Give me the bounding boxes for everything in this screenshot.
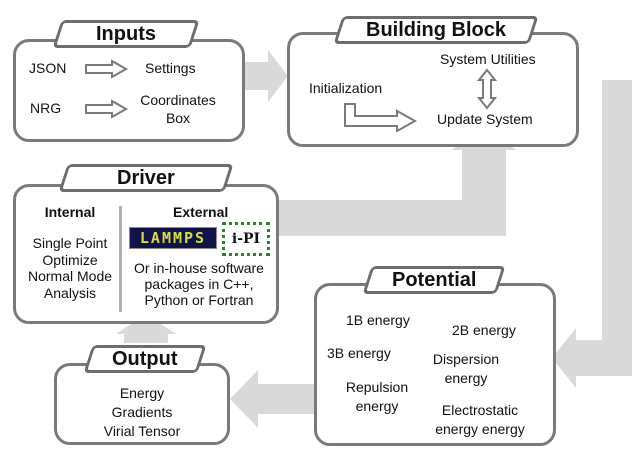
potential-box bbox=[314, 283, 556, 446]
update-system-label: Update System bbox=[437, 111, 533, 127]
external-heading: External bbox=[173, 204, 229, 220]
system-utilities-label: System Utilities bbox=[440, 51, 536, 67]
potential-title: Potential bbox=[391, 269, 477, 291]
json-to-settings-arrow bbox=[85, 59, 128, 79]
flow-arrow-output-to-driver bbox=[116, 314, 176, 343]
building-block-title-tab: Building Block bbox=[333, 16, 539, 44]
nrg-label: NRG bbox=[30, 100, 62, 116]
energy-dispersion-line-1: Dispersion bbox=[432, 351, 500, 367]
internal-heading: Internal bbox=[44, 204, 96, 220]
inputs-title-tab: Inputs bbox=[52, 20, 200, 48]
energy-dispersion-line-2: energy bbox=[444, 370, 488, 386]
output-title-tab: Output bbox=[83, 345, 207, 373]
building-block-title: Building Block bbox=[366, 19, 506, 41]
initialization-label: Initialization bbox=[309, 80, 383, 96]
energy-repulsion-line-2: energy bbox=[355, 398, 399, 414]
json-label: JSON bbox=[29, 60, 67, 76]
flow-arrow-potential-to-output bbox=[230, 370, 316, 428]
internal-item-normal-mode: Normal Mode bbox=[27, 268, 113, 284]
flow-arrow-driver-to-building-block bbox=[278, 126, 516, 236]
output-title: Output bbox=[112, 348, 178, 370]
lammps-logo: LAMMPS bbox=[129, 227, 217, 249]
building-block-box bbox=[287, 32, 579, 147]
potential-title-tab: Potential bbox=[362, 266, 506, 294]
ipi-logo: i-PI bbox=[222, 222, 270, 256]
flow-arrow-inputs-to-building-block bbox=[240, 50, 288, 102]
external-note-line-3: Python or Fortran bbox=[144, 292, 254, 308]
settings-label: Settings bbox=[145, 60, 196, 76]
external-note-line-1: Or in-house software bbox=[134, 260, 264, 276]
energy-electrostatic-line-2: energy energy bbox=[435, 421, 525, 437]
energy-repulsion-line-1: Repulsion bbox=[345, 379, 409, 395]
energy-electrostatic-line-1: Electrostatic bbox=[441, 402, 519, 418]
box-label: Box bbox=[165, 110, 191, 126]
initialization-to-update-arrow bbox=[344, 103, 418, 132]
utilities-update-double-arrow bbox=[477, 68, 497, 110]
internal-item-single-point: Single Point bbox=[32, 235, 108, 251]
driver-title: Driver bbox=[117, 167, 175, 189]
driver-title-tab: Driver bbox=[58, 164, 234, 192]
energy-2b: 2B energy bbox=[452, 322, 516, 338]
energy-3b: 3B energy bbox=[327, 345, 391, 361]
nrg-to-coordinates-arrow bbox=[85, 99, 128, 119]
output-item-virial-tensor: Virial Tensor bbox=[103, 423, 181, 439]
inputs-title: Inputs bbox=[96, 23, 156, 45]
external-note-line-2: packages in C++, bbox=[144, 276, 254, 292]
output-item-energy: Energy bbox=[119, 385, 165, 401]
driver-divider bbox=[119, 206, 122, 312]
coordinates-label: Coordinates bbox=[140, 92, 216, 108]
internal-item-optimize: Optimize bbox=[42, 252, 98, 268]
flow-arrow-building-block-to-potential bbox=[552, 80, 632, 388]
energy-1b: 1B energy bbox=[346, 312, 410, 328]
output-item-gradients: Gradients bbox=[111, 404, 173, 420]
internal-item-analysis: Analysis bbox=[43, 285, 97, 301]
